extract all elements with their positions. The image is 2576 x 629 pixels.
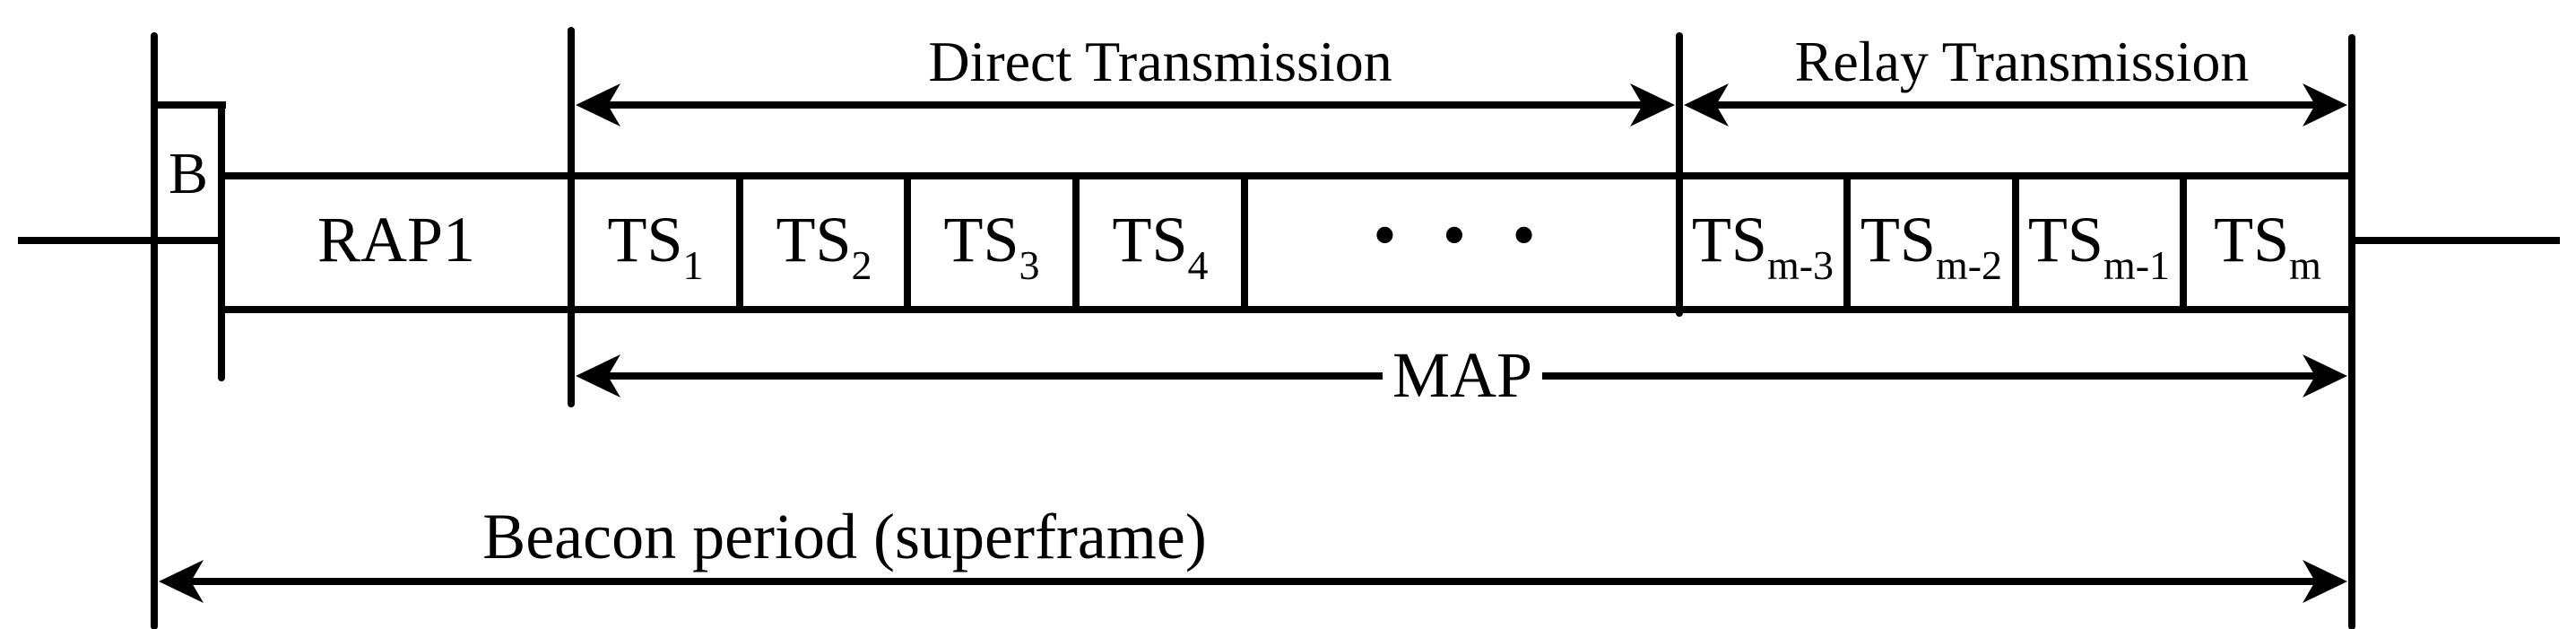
ts1-slot-label: TS1 (607, 204, 703, 288)
direct-arrow-head-left (576, 83, 620, 127)
ts2-slot-label: TS2 (776, 204, 872, 288)
map-arrow-head-right (2303, 354, 2347, 397)
relay-arrow-head-left (1684, 83, 1729, 127)
tsm-slot-label: TSm (2214, 204, 2321, 288)
relay-arrow-head-right (2303, 83, 2347, 127)
beacon-slot-label: B (169, 141, 208, 206)
rap1-slot-label: RAP1 (317, 204, 475, 275)
beacon-period-label: Beacon period (superframe) (482, 501, 1207, 572)
tsm-2-slot-label: TSm-2 (1860, 204, 2002, 288)
ts4-slot-label: TS4 (1112, 204, 1208, 288)
relay-transmission-label: Relay Transmission (1795, 30, 2250, 93)
ts3-slot-label: TS3 (943, 204, 1039, 288)
map-label: MAP (1392, 339, 1532, 411)
tsm-3-slot-label: TSm-3 (1692, 204, 1834, 288)
beacon-arrow-head-left (159, 560, 204, 603)
ellipsis-label: • • • (1373, 197, 1550, 273)
map-arrow-head-left (576, 354, 620, 397)
tsm-1-slot-label: TSm-1 (2028, 204, 2170, 288)
direct-arrow-head-right (1630, 83, 1675, 127)
beacon-arrow-head-right (2303, 560, 2347, 603)
direct-transmission-label: Direct Transmission (928, 30, 1392, 93)
